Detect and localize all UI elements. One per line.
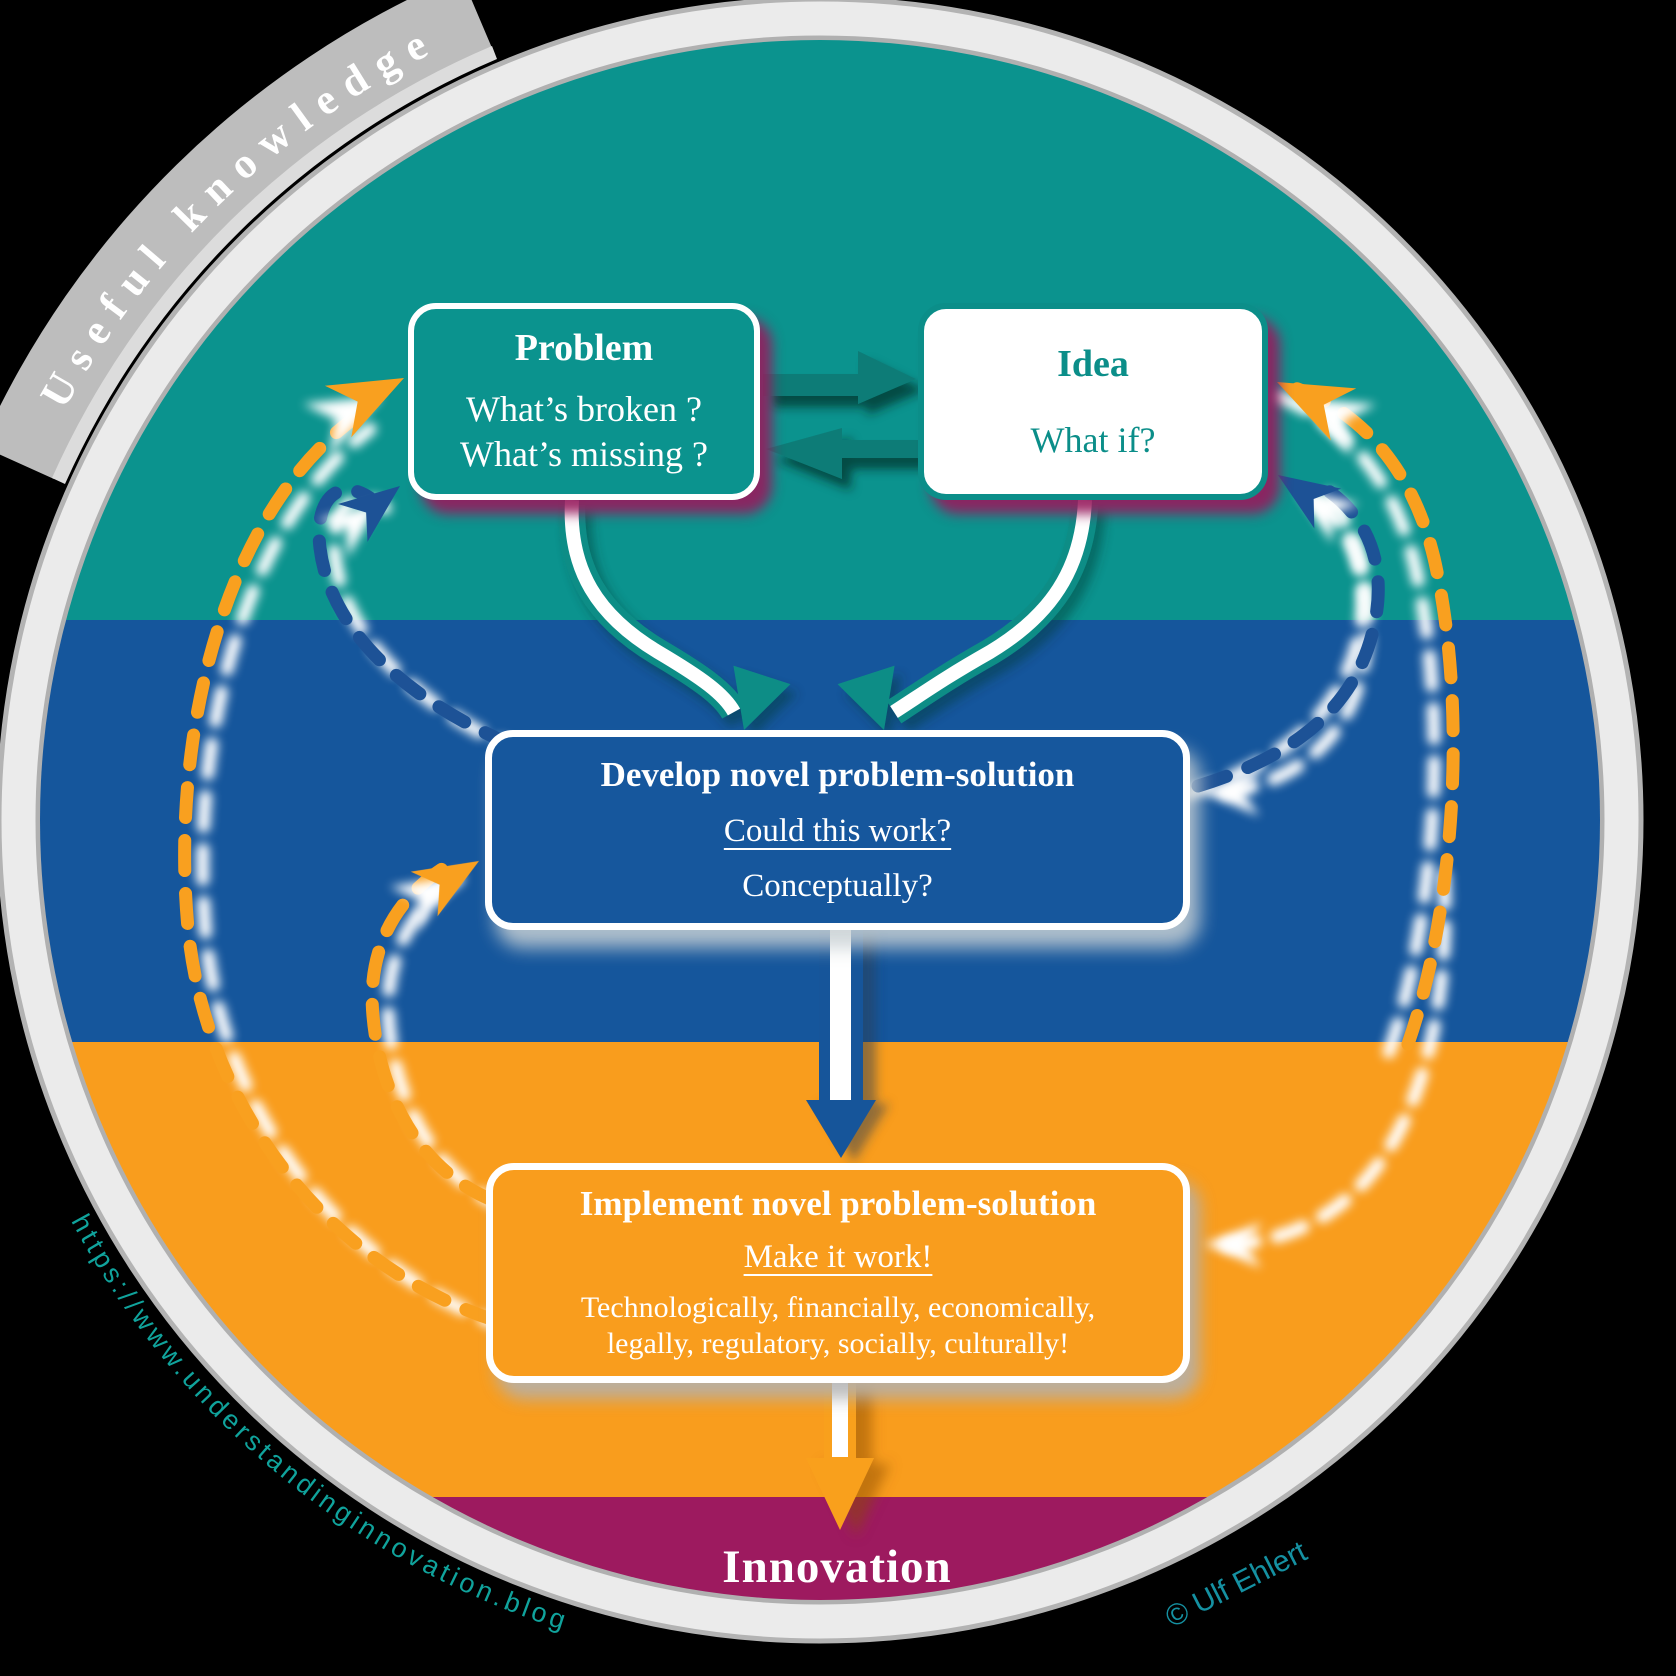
arrow-idea-to-problem [766, 428, 918, 479]
teal-arrowhead-right-icon [837, 665, 895, 730]
implement-sublines: Technologically, financially, economical… [581, 1290, 1095, 1362]
problem-line: What’s broken ? What’s missing ? [460, 387, 708, 477]
feedback-arrowheads [324, 378, 1357, 917]
arrow-problem-to-idea [763, 351, 916, 404]
orange-arrowhead-into-problem-icon [324, 378, 404, 438]
develop-question: Could this work? [723, 813, 952, 849]
arrow-implement-to-innovation [806, 1381, 874, 1530]
implement-box: Implement novel problem-solution Make it… [486, 1163, 1190, 1383]
problem-line2: What’s missing ? [460, 434, 708, 474]
problem-line1: What’s broken ? [466, 389, 702, 429]
circle-ring [0, 0, 1644, 1644]
arrow-problem-to-develop [558, 499, 791, 730]
teal-arrowhead-left-icon [733, 665, 791, 730]
arrow-idea-to-develop [837, 499, 1099, 730]
develop-subline: Conceptually? [742, 868, 933, 904]
blue-down-arrowhead-icon [806, 1100, 876, 1158]
orange-arrowhead-into-develop-icon [410, 861, 479, 917]
problem-box: Problem What’s broken ? What’s missing ? [408, 303, 760, 500]
problem-title: Problem [514, 327, 654, 369]
problem-idea-swap-arrows [763, 351, 918, 479]
feedback-arrow-implement-to-develop [365, 857, 499, 1207]
feedback-arrow-implement-to-idea [1285, 380, 1460, 1051]
implement-subline2: legally, regulatory, socially, culturall… [606, 1326, 1070, 1360]
blue-arrowhead-into-idea-icon [1278, 475, 1342, 529]
blue-arrowhead-into-problem-icon [337, 486, 400, 542]
feedback-loops [178, 380, 1460, 1327]
implement-title: Implement novel problem-solution [579, 1184, 1097, 1224]
feedback-arrow-implement-to-problem [178, 413, 501, 1327]
idea-line1: What if? [1030, 420, 1156, 460]
develop-box: Develop novel problem-solution Could thi… [485, 730, 1190, 930]
retry-arrow-into-implement [1204, 869, 1452, 1269]
retry-arrow-into-develop [1202, 489, 1374, 817]
develop-title: Develop novel problem-solution [600, 755, 1075, 794]
orange-arrowhead-into-idea-icon [1277, 382, 1357, 441]
idea-box: Idea What if? [918, 303, 1268, 500]
retry-implement-arrowhead-icon [1204, 1222, 1263, 1269]
converge-arrows [558, 499, 1099, 730]
implement-question: Make it work! [743, 1238, 933, 1275]
innovation-label: Innovation [722, 1541, 952, 1593]
feedback-arrow-develop-to-idea [1191, 481, 1385, 793]
feedback-arrow-develop-to-problem [312, 483, 569, 771]
ribbon-band [0, 0, 492, 479]
retry-develop-arrowhead-icon [1202, 770, 1261, 817]
implement-subline1: Technologically, financially, economical… [580, 1290, 1096, 1324]
arrow-develop-to-implement [806, 928, 876, 1158]
orange-down-arrowhead-icon [806, 1458, 874, 1530]
idea-title: Idea [1057, 343, 1129, 385]
